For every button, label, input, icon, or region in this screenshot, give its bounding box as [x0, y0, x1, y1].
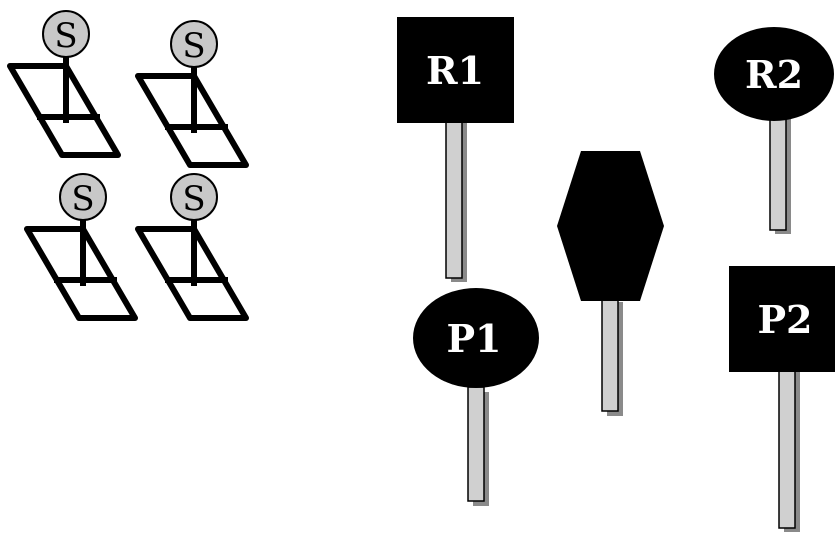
round-sign-icon — [714, 27, 834, 121]
sensor-label: S — [71, 179, 94, 219]
sign-p1: P1 — [413, 288, 539, 506]
sign-label: P2 — [757, 297, 812, 342]
sign-r1: R1 — [397, 17, 514, 282]
pole — [778, 367, 796, 529]
sensor-label: S — [54, 16, 77, 56]
square-sign-icon — [729, 266, 835, 372]
pole — [769, 113, 787, 231]
sign-r2: R2 — [714, 27, 834, 234]
sensor-label: S — [182, 26, 205, 66]
sign-p2: P2 — [729, 266, 835, 532]
sensor-label: S — [182, 179, 205, 219]
sensor-stand-icon: S — [135, 173, 249, 321]
sign-hexagon — [557, 151, 664, 416]
sign-label: R1 — [426, 48, 484, 93]
hexagon-sign-icon — [557, 151, 664, 301]
sensor-stand-icon: S — [135, 20, 249, 168]
square-sign-icon — [397, 17, 514, 123]
sign-label: R2 — [745, 52, 803, 97]
pole — [445, 115, 463, 279]
pole — [601, 296, 619, 412]
round-sign-icon — [413, 288, 539, 388]
pole — [467, 386, 485, 502]
sensor-stand-icon: S — [24, 173, 138, 321]
sensor-stand-icon: S — [7, 10, 121, 158]
sign-label: P1 — [446, 316, 501, 361]
